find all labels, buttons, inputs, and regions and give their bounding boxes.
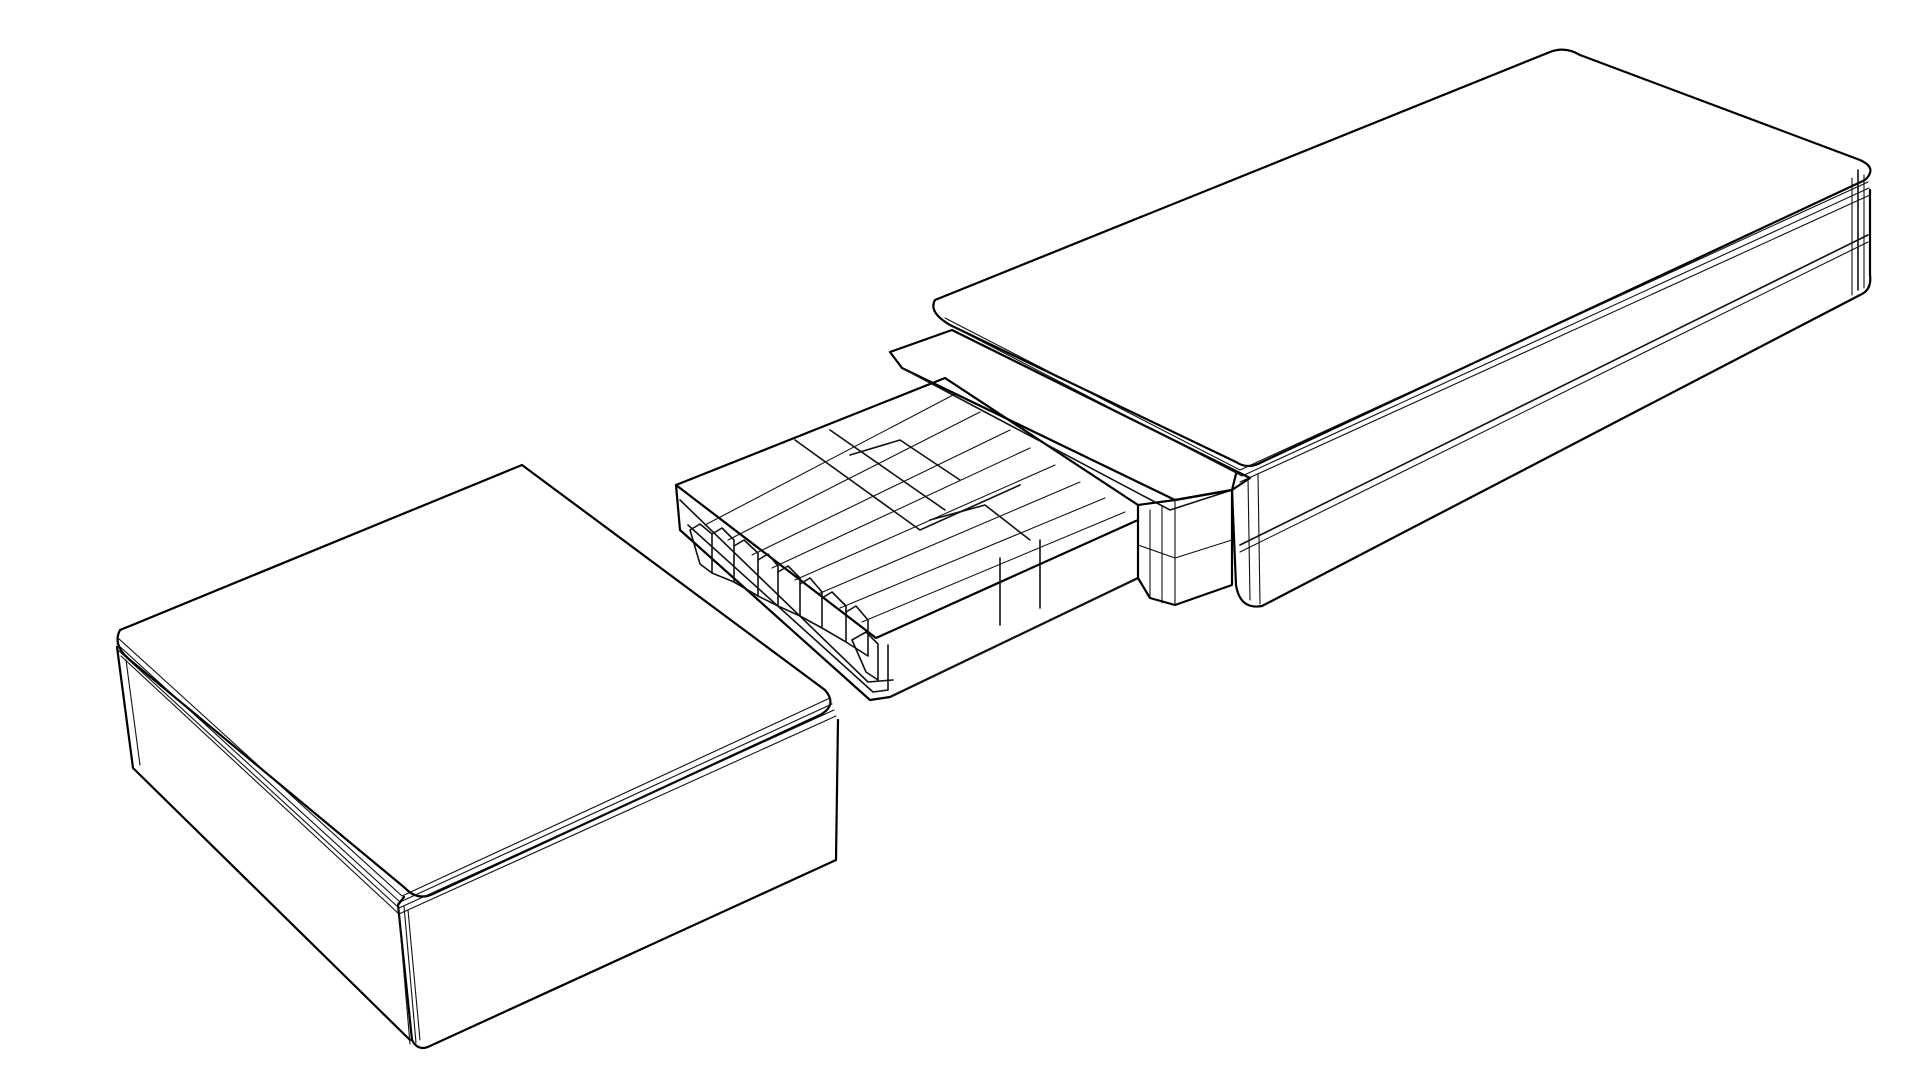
usb-connector bbox=[674, 376, 1140, 702]
contact-line bbox=[817, 481, 1081, 595]
body-top-band-2 bbox=[947, 187, 1870, 477]
body-side-seam-2 bbox=[1239, 241, 1869, 553]
pin-slot bbox=[757, 553, 779, 607]
contact-line bbox=[751, 429, 1011, 556]
body-collar-top bbox=[888, 328, 1252, 502]
body-collar-band bbox=[1137, 539, 1233, 559]
connector-cavity bbox=[687, 524, 889, 693]
cap-edge-band-1 bbox=[117, 637, 831, 897]
body-top-band-3 bbox=[1239, 194, 1871, 483]
body-front-vert-2 bbox=[1257, 473, 1261, 605]
connector-contact-lines bbox=[704, 393, 1126, 623]
contact-line bbox=[704, 393, 956, 526]
contact-line bbox=[771, 447, 1031, 569]
pin-slot bbox=[799, 577, 823, 629]
body-collar-front bbox=[1136, 488, 1234, 607]
connector-cross-line-2 bbox=[829, 429, 946, 511]
cap-edge-band-2 bbox=[116, 643, 833, 903]
body-top-face bbox=[932, 48, 1872, 468]
pin-slot bbox=[733, 539, 759, 597]
connector-top-plate bbox=[674, 376, 1140, 640]
usb-body bbox=[888, 48, 1872, 608]
cap-left-face bbox=[115, 645, 412, 1042]
usb-cap bbox=[115, 463, 840, 1050]
pin-slot bbox=[845, 605, 869, 657]
connector-cross-line-3 bbox=[849, 439, 961, 481]
contact-line bbox=[839, 497, 1106, 609]
connector-pin-slots bbox=[689, 523, 879, 681]
connector-cross-line-4 bbox=[929, 504, 1031, 541]
cap-left-rim bbox=[125, 659, 141, 766]
connector-front-edge bbox=[679, 499, 894, 683]
pin-slot bbox=[711, 527, 735, 583]
cap-front-face-inner-2 bbox=[403, 905, 417, 1044]
contact-line bbox=[727, 411, 981, 541]
cap-front-face-inner-3 bbox=[397, 902, 411, 1045]
body-collar-rim bbox=[901, 367, 1233, 511]
connector-side-bottom bbox=[889, 577, 1139, 698]
cap-top-face bbox=[116, 463, 832, 898]
connector-front-outline bbox=[674, 483, 1140, 702]
connector-cross-line-1 bbox=[794, 439, 1021, 531]
pin-slot bbox=[851, 631, 879, 681]
contact-line bbox=[794, 464, 1056, 581]
cap-edge-band-3 bbox=[117, 649, 835, 909]
pin-slot bbox=[689, 523, 713, 574]
body-front-vert-1 bbox=[1247, 477, 1251, 601]
body-side-seam bbox=[1239, 234, 1869, 546]
cap-front-face-inner bbox=[407, 909, 421, 1041]
body-front-face bbox=[1230, 188, 1872, 608]
body-top-band-1 bbox=[944, 181, 1869, 471]
contact-line bbox=[861, 511, 1126, 623]
cap-front-face bbox=[396, 718, 840, 1050]
cap-edge-band-4 bbox=[120, 655, 837, 915]
